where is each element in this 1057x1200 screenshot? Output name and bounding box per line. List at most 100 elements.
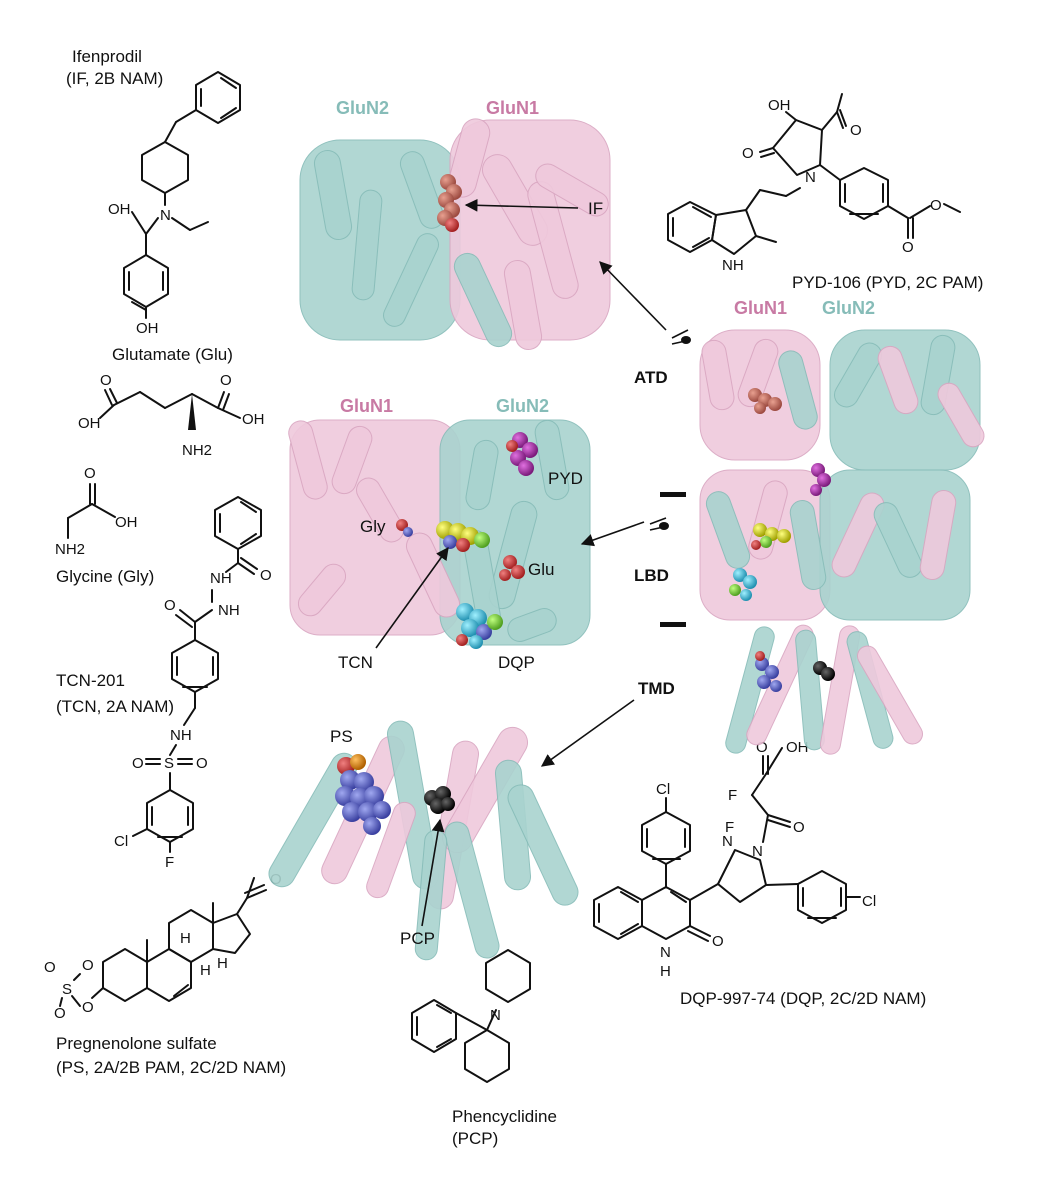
pyd106-structure: OH O O N O O NH PYD-106 (PYD, 2C PAM): [667, 93, 983, 292]
tmd-label-ps: PS: [330, 727, 353, 746]
domain-label-lbd: LBD: [634, 566, 669, 585]
pregnenolone-atom-h2: H: [200, 962, 211, 979]
tmd-protein-cartoon: [268, 720, 579, 961]
lbd-label-dqp: DQP: [498, 653, 535, 672]
pregnenolone-atom-o4: O: [82, 957, 94, 974]
full-receptor-lbd: [699, 469, 971, 621]
pyd106-name: PYD-106 (PYD, 2C PAM): [792, 273, 983, 292]
eye-icon-atd: [671, 329, 691, 345]
domain-label-atd: ATD: [634, 368, 668, 387]
tcn201-atom-o1: O: [260, 567, 272, 584]
dqp-atom-nh2: N: [660, 944, 671, 961]
full-receptor-atd: [699, 329, 985, 471]
tcn201-atom-o4: O: [196, 755, 208, 772]
glutamate-atom-nh2: NH2: [182, 442, 212, 459]
glycine-atom-oh: OH: [115, 514, 138, 531]
glutamate-atom-o2: O: [220, 372, 232, 389]
full-receptor-tmd: [725, 624, 923, 755]
glutamate-name: Glutamate (Glu): [112, 345, 233, 364]
pyd106-atom-o1: O: [742, 145, 754, 162]
tcn201-atom-o3: O: [132, 755, 144, 772]
lbd-label-glu: Glu: [528, 560, 554, 579]
atd-label-glun2: GluN2: [336, 98, 389, 118]
dqp-structure: O OH F F O N N Cl O N H Cl DQP-997-74 (D…: [593, 739, 926, 1008]
lbd-tmd-divider: [660, 622, 686, 627]
phencyclidine-atom-n: N: [490, 1007, 501, 1024]
dqp-atom-cl2: Cl: [862, 893, 876, 910]
tcn201-name: TCN-201: [56, 671, 125, 690]
glycine-atom-nh2: NH2: [55, 541, 85, 558]
domain-labels: ATD LBD TMD: [540, 261, 691, 767]
tcn201-atom-nh2: NH: [218, 602, 240, 619]
lbd-ligand-gly: [396, 519, 413, 537]
dqp-atom-nh: H: [660, 963, 671, 980]
tcn201-atom-f: F: [165, 854, 174, 871]
lbd-protein-cartoon: [288, 419, 591, 646]
atd-lbd-divider: [660, 492, 686, 497]
tmd-ligand-pcp: [424, 786, 455, 814]
dqp-name: DQP-997-74 (DQP, 2C/2D NAM): [680, 989, 926, 1008]
full-receptor-ligands: [729, 388, 835, 692]
pregnenolone-structure: O H H H O S O O O Pregnenolone sulfate (…: [44, 871, 286, 1077]
lbd-panel: GluN1 GluN2 PYD Gly Glu TCN DQP: [288, 396, 591, 672]
tmd-panel: PS PCP: [268, 720, 579, 961]
tcn201-atom-nh3: NH: [170, 727, 192, 744]
lbd-label-tcn: TCN: [338, 653, 373, 672]
lbd-ligand-pyd: [506, 432, 538, 476]
tcn201-atom-cl: Cl: [114, 833, 128, 850]
atd-label-glun1: GluN1: [486, 98, 539, 118]
pregnenolone-atom-h3: H: [217, 955, 228, 972]
dqp-atom-o2: O: [793, 819, 805, 836]
pregnenolone-atom-o2: O: [82, 999, 94, 1016]
dqp-atom-n2: N: [722, 833, 733, 850]
lbd-label-gly: Gly: [360, 517, 386, 536]
phencyclidine-structure: N Phencyclidine (PCP): [411, 949, 557, 1148]
dqp-atom-cl1: Cl: [656, 781, 670, 798]
phencyclidine-desc: (PCP): [452, 1129, 498, 1148]
atd-ligand-if: [437, 174, 462, 232]
lbd-ligand-glu: [499, 555, 525, 581]
ifenprodil-atom-oh1: OH: [108, 201, 131, 218]
tmd-label-pcp: PCP: [400, 929, 435, 948]
glycine-atom-o: O: [84, 465, 96, 482]
pregnenolone-atom-s: S: [62, 981, 72, 998]
pregnenolone-atom-o3: O: [44, 959, 56, 976]
atd-protein-cartoon: [299, 118, 611, 351]
ifenprodil-atom-oh2: OH: [136, 320, 159, 337]
dqp-atom-oh: OH: [786, 739, 809, 756]
phencyclidine-name: Phencyclidine: [452, 1107, 557, 1126]
dqp-atom-o3: O: [712, 933, 724, 950]
ifenprodil-atom-n: N: [160, 207, 171, 224]
tcn201-structure: O NH NH O NH S O O Cl F TCN-201 (TCN, 2A…: [56, 496, 272, 871]
tcn201-atom-nh1: NH: [210, 570, 232, 587]
lbd-ligand-tcn: [436, 521, 490, 552]
full-receptor: GluN1 GluN2: [699, 298, 985, 755]
lbd-ligand-dqp: [456, 603, 503, 649]
ifenprodil-desc: (IF, 2B NAM): [66, 69, 163, 88]
pregnenolone-atom-o5: O: [54, 1005, 66, 1022]
dqp-atom-n1: N: [752, 843, 763, 860]
pyd106-atom-n: N: [805, 169, 816, 186]
ifenprodil-name: Ifenprodil: [72, 47, 142, 66]
glutamate-atom-oh2: OH: [242, 411, 265, 428]
pyd106-atom-o3: O: [902, 239, 914, 256]
full-label-glun2: GluN2: [822, 298, 875, 318]
pregnenolone-desc: (PS, 2A/2B PAM, 2C/2D NAM): [56, 1058, 286, 1077]
pregnenolone-name: Pregnenolone sulfate: [56, 1034, 217, 1053]
atd-panel: GluN2 GluN1 IF: [299, 98, 611, 351]
ifenprodil-structure: Ifenprodil (IF, 2B NAM) N OH OH: [66, 47, 241, 337]
full-label-glun1: GluN1: [734, 298, 787, 318]
glutamate-structure: Glutamate (Glu) O O OH OH NH2: [78, 345, 265, 459]
glutamate-atom-o1: O: [100, 372, 112, 389]
eye-icon-lbd: [649, 517, 669, 531]
lbd-label-pyd: PYD: [548, 469, 583, 488]
dqp-atom-f1: F: [728, 787, 737, 804]
tmd-ligand-ps: [335, 754, 391, 835]
tcn201-atom-s: S: [164, 755, 174, 772]
dqp-atom-f2: F: [725, 819, 734, 836]
pyd106-atom-nh: NH: [722, 257, 744, 274]
pyd106-atom-o2: O: [850, 122, 862, 139]
glycine-structure: O OH NH2 Glycine (Gly): [55, 465, 154, 586]
lbd-label-glun1: GluN1: [340, 396, 393, 416]
